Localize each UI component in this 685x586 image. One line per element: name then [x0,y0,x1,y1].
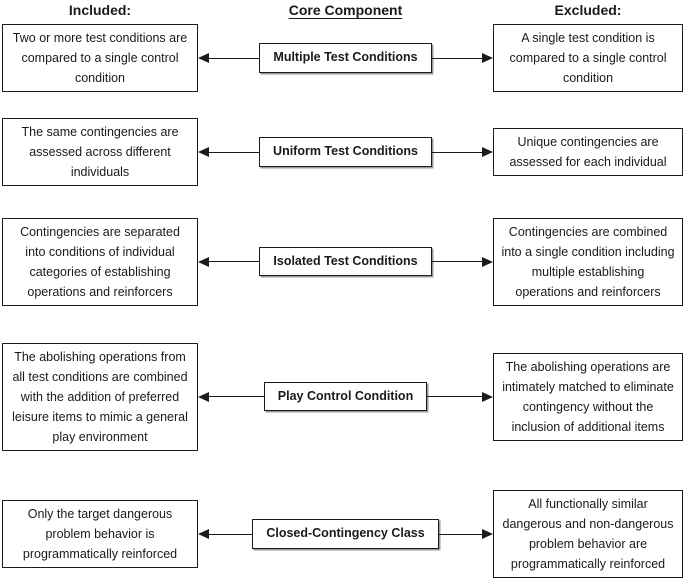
diagram-row-closed-contingency-class: Only the target dangerous problem behavi… [2,482,683,586]
excluded-cell: The abolishing operations are intimately… [493,352,684,441]
included-box: Only the target dangerous problem behavi… [2,500,198,568]
excluded-box: Unique contingencies are assessed for ea… [493,128,683,176]
excluded-cell: A single test condition is compared to a… [493,24,684,92]
core-component-column-header: Core Component [288,2,403,18]
included-cell: Two or more test conditions are compared… [2,24,198,92]
diagram-row-play-control-condition: The abolishing operations from all test … [2,334,684,459]
connector-line [209,261,260,262]
arrowhead-left-icon [198,529,209,539]
connector-line [209,57,260,59]
connector-line [438,533,482,535]
connector-line [209,151,260,153]
right-arrow-connector [438,529,493,539]
excluded-box: All functionally similar dangerous and n… [493,490,683,578]
included-column-header: Included: [68,2,132,18]
included-box: The same contingencies are assessed acro… [2,118,198,186]
included-cell: The abolishing operations from all test … [2,342,198,451]
arrowhead-left-icon [198,256,209,267]
connector-line [209,533,253,535]
included-box: Two or more test conditions are compared… [2,24,198,92]
right-arrow-connector [431,53,494,63]
arrowhead-left-icon [198,53,209,63]
excluded-cell: All functionally similar dangerous and n… [493,490,683,578]
excluded-box: The abolishing operations are intimately… [493,352,684,441]
included-cell: Contingencies are separated into conditi… [2,217,198,306]
connector-line [431,57,483,59]
diagram-row-isolated-test-conditions: Contingencies are separated into conditi… [2,209,684,314]
right-arrow-connector [431,147,493,157]
excluded-box: A single test condition is compared to a… [493,24,684,92]
arrowhead-right-icon [482,53,494,63]
core-component-box: Closed-Contingency Class [252,519,439,549]
included-box: The abolishing operations from all test … [2,342,198,451]
arrowhead-right-icon [482,529,493,539]
included-cell: Only the target dangerous problem behavi… [2,500,198,568]
arrowhead-left-icon [198,147,209,157]
left-arrow-connector [198,391,264,402]
diagram-row-multiple-test-conditions: Two or more test conditions are compared… [2,24,684,92]
right-arrow-connector [431,256,494,267]
connector-line [431,261,483,262]
left-arrow-connector [198,256,260,267]
connector-line [209,396,264,397]
diagram-row-uniform-test-conditions: The same contingencies are assessed acro… [2,118,683,186]
right-arrow-connector [427,391,494,402]
connector-line [427,396,483,397]
core-component-box: Uniform Test Conditions [259,137,432,167]
arrowhead-left-icon [198,391,209,402]
arrowhead-right-icon [482,391,494,402]
arrowhead-right-icon [482,147,493,157]
column-headers: Included: Core Component Excluded: [2,2,683,19]
core-component-box: Multiple Test Conditions [259,43,432,73]
left-arrow-connector [198,53,260,63]
connector-line [431,151,482,153]
excluded-cell: Contingencies are combined into a single… [493,217,684,306]
left-arrow-connector [198,147,260,157]
excluded-cell: Unique contingencies are assessed for ea… [493,128,683,176]
excluded-column-header: Excluded: [554,2,622,18]
core-component-box: Play Control Condition [263,381,428,412]
excluded-box: Contingencies are combined into a single… [493,217,684,306]
arrowhead-right-icon [482,256,494,267]
included-box: Contingencies are separated into conditi… [2,217,198,306]
left-arrow-connector [198,529,253,539]
core-component-box: Isolated Test Conditions [259,246,432,277]
included-cell: The same contingencies are assessed acro… [2,118,198,186]
